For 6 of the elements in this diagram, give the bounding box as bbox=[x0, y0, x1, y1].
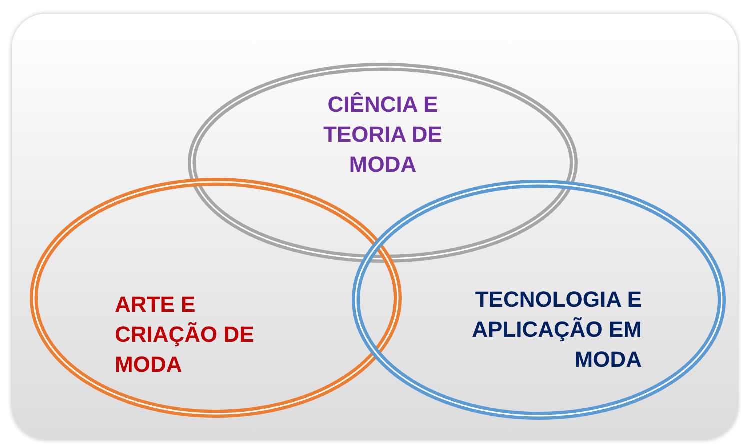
circle-label: TECNOLOGIA E APLICAÇÃO EM MODA bbox=[471, 286, 642, 374]
circle-label: CIÊNCIA E TEORIA DE MODA bbox=[322, 91, 444, 179]
venn-ellipse bbox=[352, 180, 726, 420]
venn-ellipse bbox=[30, 178, 402, 418]
circle-label: ARTE E CRIAÇÃO DE MODA bbox=[115, 291, 256, 379]
venn-ellipse bbox=[188, 63, 578, 263]
